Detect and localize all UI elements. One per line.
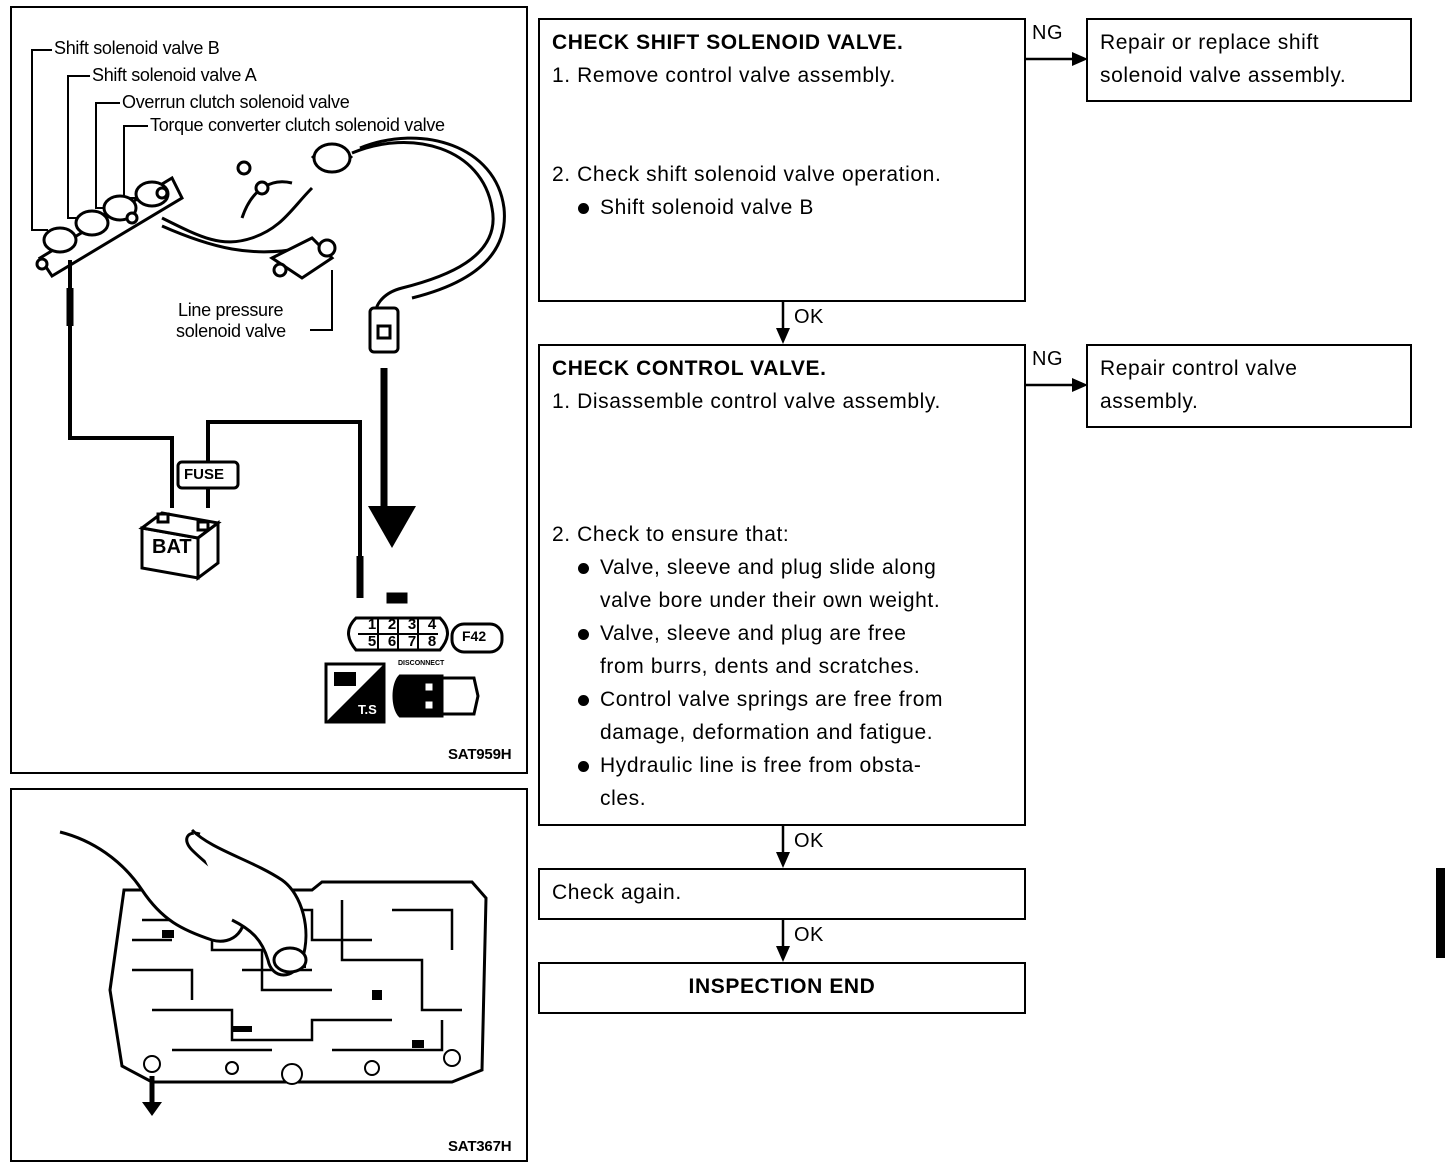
box2-bullet-2-line2: from burrs, dents and scratches. bbox=[600, 655, 921, 678]
box2-bullet-1-line2: valve bore under their own weight. bbox=[600, 589, 941, 612]
connector-pins-top: 1 2 3 4 bbox=[362, 616, 442, 633]
ok1-arrow bbox=[776, 302, 790, 344]
pin-6: 6 bbox=[387, 633, 397, 650]
solenoid-wiring-figure: Shift solenoid valve B Shift solenoid va… bbox=[10, 6, 528, 774]
repair-shift-line1: Repair or replace shift bbox=[1100, 31, 1320, 54]
bullet-dot-icon bbox=[578, 695, 589, 706]
bullet-dot-icon bbox=[578, 629, 589, 640]
pin-4: 4 bbox=[427, 616, 437, 633]
box2-bullet-3-line1: Control valve springs are free from bbox=[600, 688, 944, 711]
box2-bullet-3: Control valve springs are free from dama… bbox=[552, 683, 1012, 749]
solenoid-wiring-diagram bbox=[31, 49, 506, 724]
ok1-label: OK bbox=[794, 306, 824, 328]
line-pressure-label-2: solenoid valve bbox=[176, 321, 286, 341]
box1-bullet-text: Shift solenoid valve B bbox=[600, 196, 814, 219]
repair-control-valve-box: Repair control valve assembly. bbox=[1086, 344, 1412, 428]
line-pressure-label-1: Line pressure bbox=[178, 300, 284, 320]
page-edge-tab bbox=[1436, 868, 1445, 958]
bullet-dot-icon bbox=[578, 761, 589, 772]
connector-id-label: F42 bbox=[462, 628, 487, 644]
ng2-arrow bbox=[1024, 378, 1088, 392]
ok3-label: OK bbox=[794, 924, 824, 946]
check-control-valve-box: CHECK CONTROL VALVE. 1. Disassemble cont… bbox=[538, 344, 1026, 826]
box2-step2: 2. Check to ensure that: bbox=[552, 523, 790, 546]
connector-pins-bottom: 5 6 7 8 bbox=[362, 633, 442, 650]
ng1-label: NG bbox=[1032, 22, 1063, 44]
figure2-code: SAT367H bbox=[448, 1138, 512, 1155]
bullet-dot-icon bbox=[578, 563, 589, 574]
ok2-arrow bbox=[776, 826, 790, 868]
ok3-arrow bbox=[776, 920, 790, 962]
pin-7: 7 bbox=[407, 633, 417, 650]
box2-bullet-1: Valve, sleeve and plug slide along valve… bbox=[552, 551, 1012, 617]
bullet-dot-icon bbox=[578, 203, 589, 214]
pin-3: 3 bbox=[407, 616, 417, 633]
callout-overrun-clutch-solenoid: Overrun clutch solenoid valve bbox=[122, 92, 350, 112]
pin-1: 1 bbox=[367, 616, 377, 633]
battery-label: BAT bbox=[152, 536, 192, 558]
ng2-label: NG bbox=[1032, 348, 1063, 370]
box2-bullet-4-line2: cles. bbox=[600, 787, 647, 810]
check-control-valve-title: CHECK CONTROL VALVE. bbox=[552, 357, 827, 380]
control-valve-illustration bbox=[59, 828, 488, 1116]
check-again-box: Check again. bbox=[538, 868, 1026, 920]
check-again-text: Check again. bbox=[552, 881, 682, 904]
check-shift-solenoid-box: CHECK SHIFT SOLENOID VALVE. 1. Remove co… bbox=[538, 18, 1026, 302]
inspection-end-box: INSPECTION END bbox=[538, 962, 1026, 1014]
box2-step1: 1. Disassemble control valve assembly. bbox=[552, 390, 941, 413]
repair-shift-line2: solenoid valve assembly. bbox=[1100, 64, 1347, 87]
control-valve-figure: SAT367H bbox=[10, 788, 528, 1162]
box2-bullet-2-line1: Valve, sleeve and plug are free bbox=[600, 622, 907, 645]
pin-2: 2 bbox=[387, 616, 397, 633]
box2-bullet-4: Hydraulic line is free from obsta- cles. bbox=[552, 749, 1012, 815]
disconnect-label: DISCONNECT bbox=[398, 660, 445, 667]
repair-control-line2: assembly. bbox=[1100, 390, 1199, 413]
ng1-arrow bbox=[1024, 52, 1088, 66]
box1-step1: 1. Remove control valve assembly. bbox=[552, 64, 896, 87]
box2-bullet-1-line1: Valve, sleeve and plug slide along bbox=[600, 556, 937, 579]
box1-bullet: Shift solenoid valve B bbox=[552, 191, 1012, 224]
pin-5: 5 bbox=[367, 633, 377, 650]
box2-bullet-4-line1: Hydraulic line is free from obsta- bbox=[600, 754, 922, 777]
callout-shift-solenoid-a: Shift solenoid valve A bbox=[92, 65, 257, 85]
fuse-label: FUSE bbox=[184, 466, 225, 483]
ok2-label: OK bbox=[794, 830, 824, 852]
box2-bullet-2: Valve, sleeve and plug are free from bur… bbox=[552, 617, 1012, 683]
callout-shift-solenoid-b: Shift solenoid valve B bbox=[54, 38, 220, 58]
callout-torque-converter-solenoid: Torque converter clutch solenoid valve bbox=[150, 115, 445, 135]
repair-control-line1: Repair control valve bbox=[1100, 357, 1298, 380]
ts-badge-label: T.S bbox=[358, 702, 377, 717]
box2-bullet-3-line2: damage, deformation and fatigue. bbox=[600, 721, 934, 744]
check-shift-solenoid-title: CHECK SHIFT SOLENOID VALVE. bbox=[552, 31, 904, 54]
pin-8: 8 bbox=[427, 633, 437, 650]
repair-shift-solenoid-box: Repair or replace shift solenoid valve a… bbox=[1086, 18, 1412, 102]
box1-step2: 2. Check shift solenoid valve operation. bbox=[552, 163, 942, 186]
figure1-code: SAT959H bbox=[448, 746, 512, 763]
inspection-end-text: INSPECTION END bbox=[688, 975, 876, 998]
